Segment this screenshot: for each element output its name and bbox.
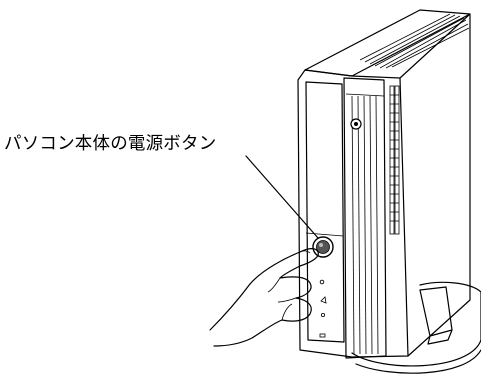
cdrom-icon [320,296,327,304]
pc-stand [351,281,481,374]
pc-side-face [399,13,471,357]
front-door-panel [305,81,345,343]
callout-leader-line [245,155,319,239]
indicator-led-icon [319,279,325,285]
power-button-icon[interactable] [312,236,334,258]
power-button-callout-label: パソコン本体の電源ボタン [4,134,217,154]
pc-front-bezel [297,69,409,358]
drive-bay-ribs [345,93,385,355]
drive-bay-column [343,77,387,359]
top-vent-hatching [359,13,470,69]
hand-pointing-icon [209,248,319,347]
eject-knob-icon[interactable] [350,118,362,130]
usb-icon [319,333,326,338]
door-divider [305,232,344,237]
side-vent-dots [389,85,400,235]
floppy-icon [320,312,325,317]
